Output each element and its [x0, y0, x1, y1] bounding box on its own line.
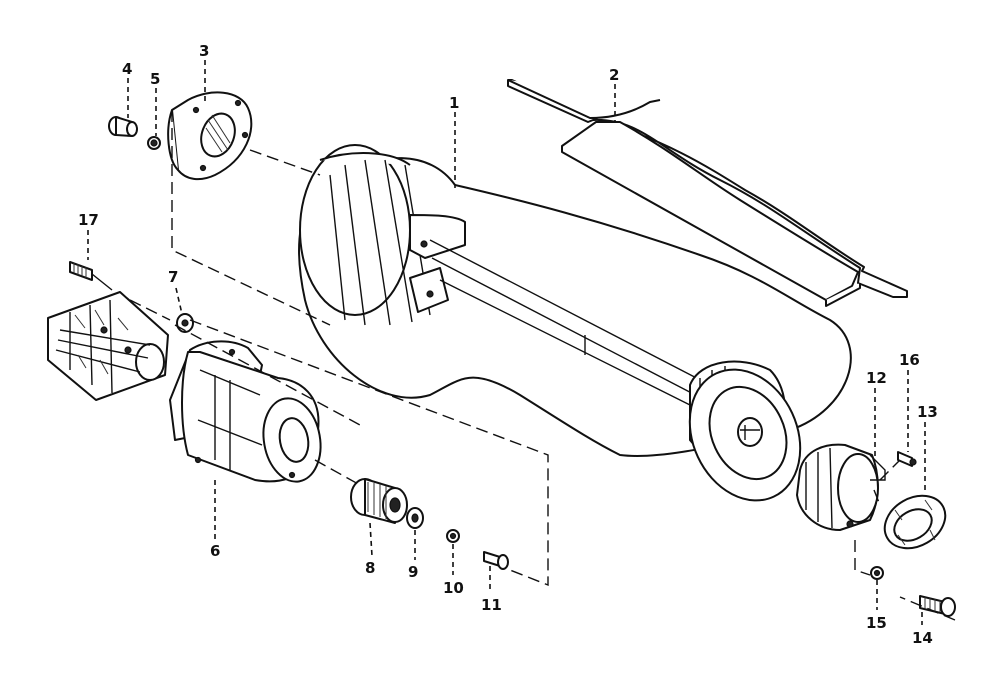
part-15-washer — [870, 566, 884, 580]
part-10-nut — [446, 529, 460, 543]
motor-unit — [47, 291, 169, 401]
callout-8: 8 — [365, 559, 375, 577]
callout-7: 7 — [168, 268, 178, 286]
part-12-bearing-cage — [796, 443, 886, 531]
part-13-bearing — [883, 494, 947, 550]
part-16-screw — [897, 451, 917, 467]
callout-9: 9 — [408, 563, 418, 581]
callout-labels: 1 2 3 4 5 6 7 8 9 10 11 12 13 14 15 16 1… — [78, 42, 938, 647]
callout-1: 1 — [449, 94, 459, 112]
callout-16: 16 — [899, 351, 920, 369]
part-17-stud — [69, 261, 113, 291]
callout-13: 13 — [917, 403, 938, 421]
part-8-pulley — [350, 478, 408, 524]
callout-15: 15 — [866, 614, 887, 632]
part-9-washer — [406, 507, 424, 529]
assembly-lines — [129, 110, 956, 621]
callout-5: 5 — [150, 70, 160, 88]
part-11-screw — [483, 551, 509, 570]
callout-3: 3 — [199, 42, 209, 60]
part-5-washer — [147, 136, 161, 150]
part-6-housing — [169, 340, 322, 483]
callout-6: 6 — [210, 542, 220, 560]
callout-10: 10 — [443, 579, 464, 597]
part-14-bolt — [919, 595, 956, 617]
callout-12: 12 — [866, 369, 887, 387]
part-4-bolt — [108, 116, 138, 137]
callout-4: 4 — [122, 60, 132, 78]
part-3-disc — [167, 91, 253, 181]
part-1-drum — [298, 144, 852, 502]
part-2-plate — [507, 79, 908, 307]
part-7-nut — [176, 313, 194, 333]
leader-lines — [87, 60, 926, 625]
callout-17: 17 — [78, 211, 99, 229]
callout-11: 11 — [481, 596, 502, 614]
callout-2: 2 — [609, 66, 619, 84]
callout-14: 14 — [912, 629, 933, 647]
